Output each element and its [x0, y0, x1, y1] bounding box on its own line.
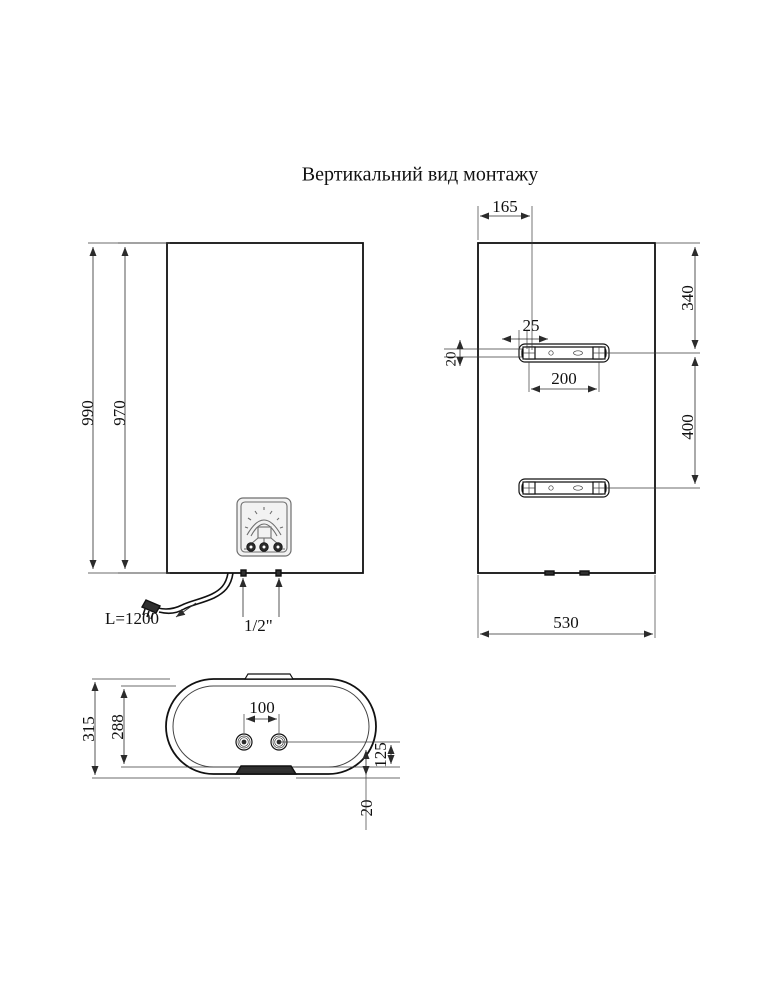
top-view-tab-upper	[243, 673, 295, 680]
bracket-lower-slot	[573, 485, 583, 491]
dim-label-315: 315	[79, 716, 98, 742]
front-view: 990 970 L=1200 1/2"	[78, 242, 364, 635]
wall-bracket-lower	[518, 478, 610, 498]
wall-bracket-upper	[518, 343, 610, 363]
control-panel-face	[240, 501, 288, 553]
side-view-body	[477, 242, 656, 574]
annotation-thread-size: 1/2"	[244, 616, 273, 635]
dim-label-165: 165	[492, 197, 518, 216]
panel-knob-3-center	[276, 545, 280, 549]
top-view: 100 315 288 125 20	[79, 673, 400, 830]
bracket-lower-hole	[548, 485, 554, 491]
side-view-foot-left	[544, 570, 555, 576]
dim-label-20-side: 20	[443, 352, 459, 367]
panel-knob-2-center	[262, 545, 266, 549]
water-connection-stub-left	[240, 569, 247, 577]
leader-line-cord	[175, 602, 197, 618]
dim-label-400: 400	[678, 414, 697, 440]
side-view: 165 25 20 200 340 400 530	[443, 197, 700, 638]
bracket-upper-slot	[573, 350, 583, 356]
dim-label-200: 200	[551, 369, 577, 388]
dim-label-20-top: 20	[357, 800, 376, 817]
water-port-left	[235, 733, 253, 751]
panel-tick-icon	[244, 526, 249, 529]
power-plug-icon	[141, 599, 161, 620]
water-connection-stub-right	[275, 569, 282, 577]
dim-label-125: 125	[371, 742, 390, 768]
drawing-title: Вертикальний вид монтажу	[302, 164, 538, 186]
side-view-foot-right	[579, 570, 590, 576]
panel-knob-1-center	[249, 545, 253, 549]
dim-label-990: 990	[78, 400, 97, 426]
panel-arc-icon	[246, 519, 282, 536]
panel-tick-icon	[254, 510, 258, 515]
dim-label-970: 970	[110, 400, 129, 426]
dim-label-100: 100	[249, 698, 275, 717]
panel-tick-icon	[247, 517, 252, 521]
dim-label-288: 288	[108, 714, 127, 740]
panel-tick-icon	[276, 517, 280, 521]
panel-tick-icon	[269, 510, 273, 515]
panel-tick-icon	[279, 526, 284, 529]
dim-label-340: 340	[678, 285, 697, 311]
panel-arc-inner-icon	[250, 523, 278, 537]
bracket-upper-hole	[548, 350, 554, 356]
dim-label-25: 25	[523, 316, 540, 335]
annotation-cord-length: L=1200	[105, 609, 159, 628]
control-panel[interactable]	[236, 497, 292, 557]
dim-label-530: 530	[553, 613, 579, 632]
